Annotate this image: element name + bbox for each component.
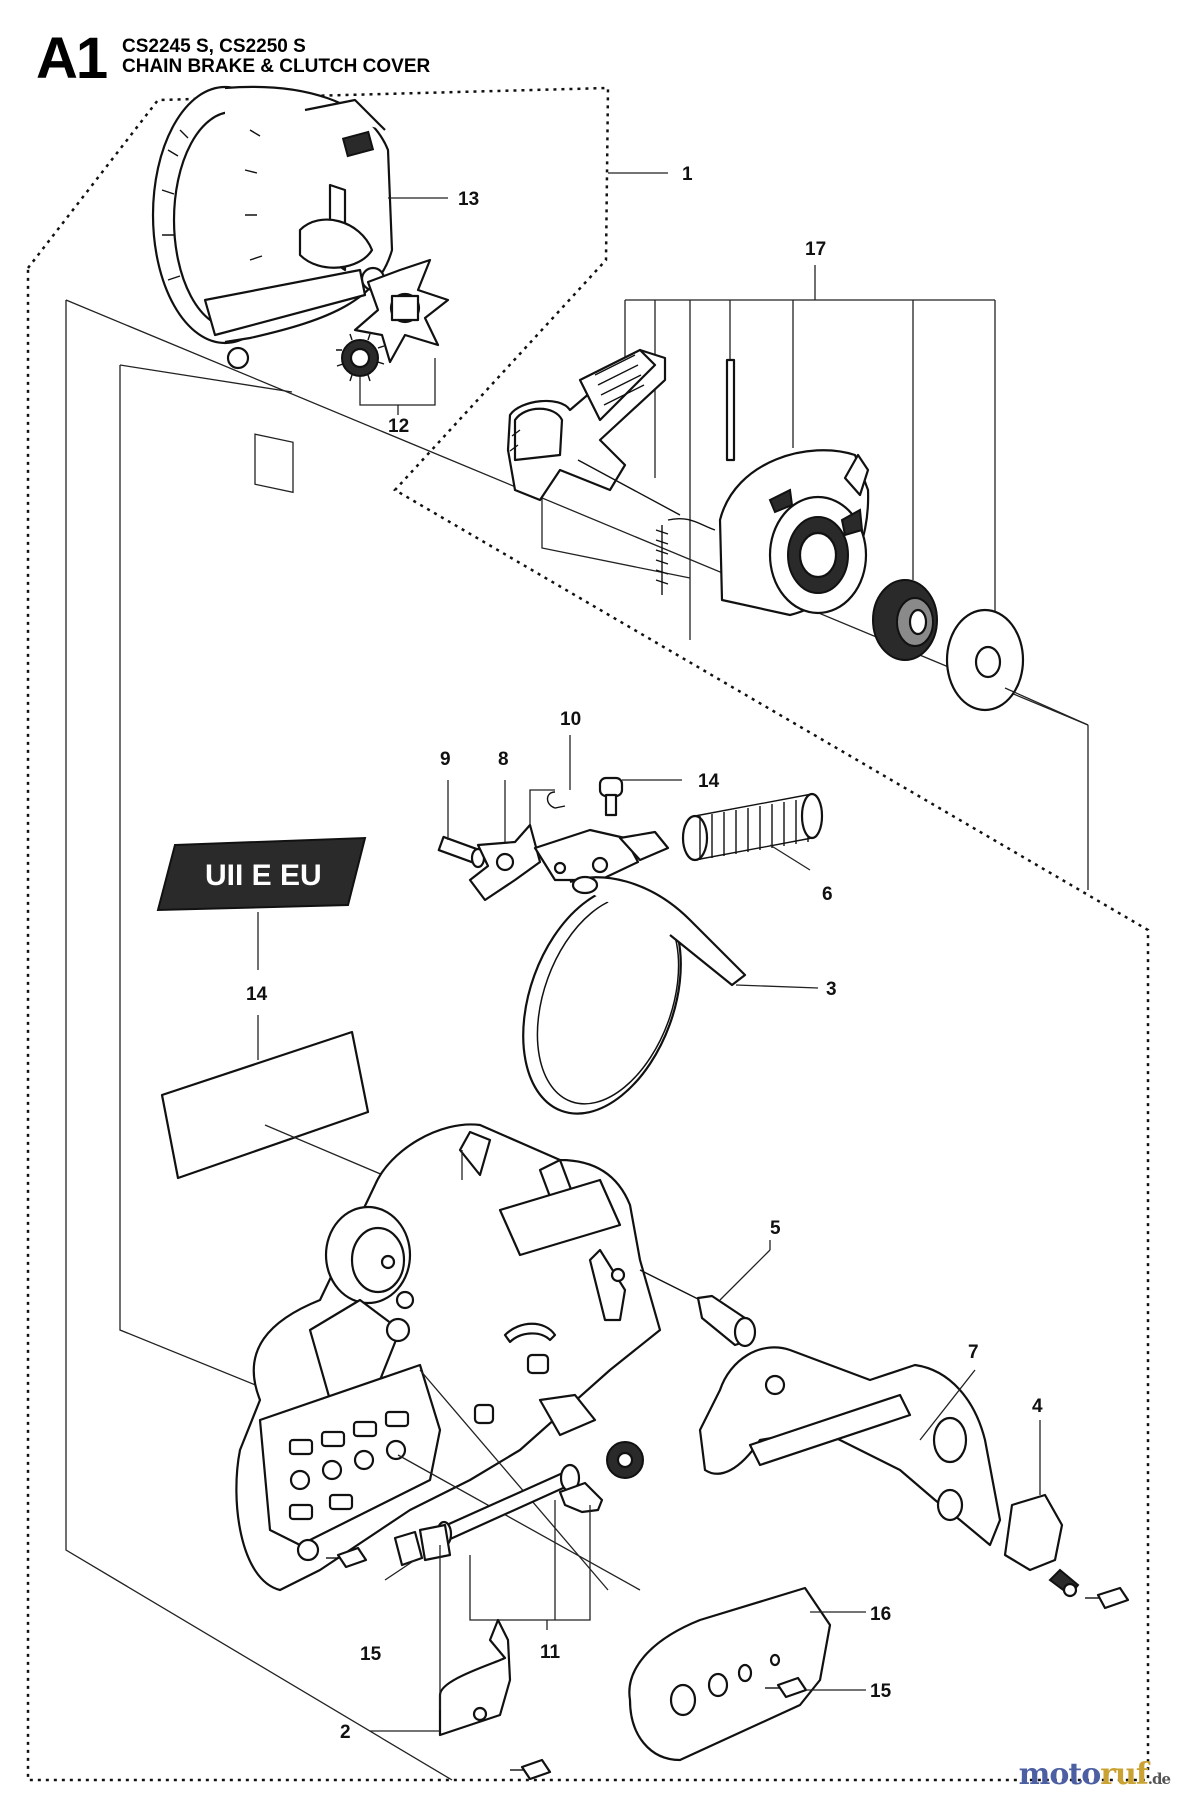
callout-17: 16 [870, 1604, 891, 1625]
callout-8: 8 [498, 749, 509, 770]
sheet-id: A1 [36, 26, 108, 91]
callout-4: 4 [1032, 1396, 1043, 1417]
model-numbers: CS2245 S, CS2250 S [122, 36, 306, 57]
callout-11: 11 [540, 1642, 561, 1663]
part-13-clutch-cover [151, 85, 394, 370]
callout-10: 10 [560, 709, 581, 730]
callout-6: 6 [822, 884, 833, 905]
part-5-bushing [639, 1240, 771, 1348]
callout-15-upper: 14 [698, 771, 720, 792]
callout-1: 1 [682, 164, 693, 185]
leaders-top [254, 172, 668, 494]
callout-7: 7 [968, 1342, 979, 1363]
part-4-bracket [1003, 1420, 1130, 1610]
callout-18: 17 [805, 239, 826, 260]
callout-2: 2 [340, 1722, 351, 1743]
brake-linkage-parts [437, 735, 824, 1115]
part-18-brake-mechanism [506, 265, 1089, 726]
brake-spring [655, 518, 716, 595]
part-15-lower-screws [326, 1546, 866, 1781]
part-2-lever [370, 1545, 512, 1737]
callout-13: 13 [458, 189, 479, 210]
callout-12: 12 [388, 416, 409, 437]
watermark-suffix: .de [1147, 1770, 1171, 1788]
callout-labels: 1 13 17 12 10 9 8 14 6 3 14 5 7 4 16 15 … [246, 164, 1043, 1743]
watermark-brand-b: ruf [1100, 1757, 1149, 1792]
callout-9: 9 [440, 749, 451, 770]
callout-16: 15 [360, 1644, 382, 1665]
part-7-chain-guard [698, 1346, 1002, 1547]
diagram-title: CHAIN BRAKE & CLUTCH COVER [122, 56, 431, 77]
part-12-star-and-gear [336, 258, 450, 382]
watermark-logo: motoruf.de [1018, 1757, 1171, 1792]
part-14-decal-and-shield [156, 836, 391, 1180]
part-6-spring [681, 792, 824, 871]
watermark-brand-a: moto [1018, 1757, 1102, 1792]
clutch-cover-body [235, 1123, 662, 1592]
callout-14: 14 [246, 984, 268, 1005]
part-16-plate [384, 1530, 424, 1581]
part-11-shaft-assembly [418, 1441, 644, 1630]
callout-15-lower: 15 [870, 1681, 892, 1702]
decal-text: UII E EU [205, 859, 322, 892]
part-17-guide-plate [628, 1586, 866, 1762]
callout-5: 5 [770, 1218, 781, 1239]
part-3-brake-band [522, 875, 819, 1115]
callout-3: 3 [826, 979, 837, 1000]
